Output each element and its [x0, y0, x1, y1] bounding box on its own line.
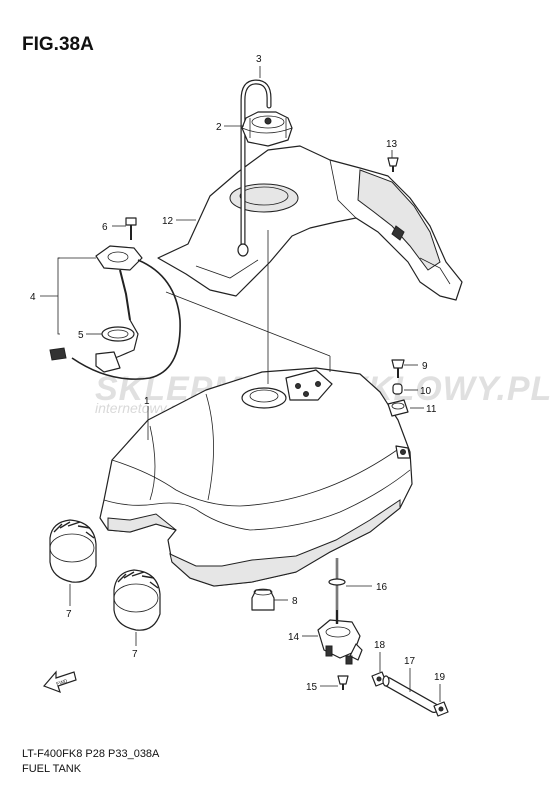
- callout-7-first: 7: [66, 609, 72, 620]
- part-fuel-valve: [317, 610, 363, 665]
- callout-11: 11: [426, 404, 437, 415]
- part-clamp-7b: [113, 569, 161, 631]
- part-breather-hose: [237, 79, 272, 257]
- part-fuel-tank: [99, 367, 413, 587]
- callout-1: 1: [144, 396, 150, 407]
- callout-3: 3: [256, 54, 262, 65]
- callout-18: 18: [374, 640, 386, 651]
- part-screw-13: [387, 157, 399, 172]
- part-collar-10: [392, 383, 403, 395]
- fwd-arrow-icon: FWD: [42, 670, 77, 694]
- callout-7-second: 7: [132, 649, 138, 660]
- part-bolt-6: [125, 217, 137, 240]
- callout-19: 19: [434, 672, 446, 683]
- part-screw-15: [337, 675, 349, 690]
- callout-14: 14: [288, 632, 300, 643]
- callout-17: 17: [404, 656, 416, 667]
- callout-13: 13: [386, 139, 398, 150]
- part-fuel-hose: [382, 675, 439, 713]
- callout-5: 5: [78, 330, 84, 341]
- callout-4: 4: [30, 292, 36, 303]
- callout-12: 12: [162, 216, 174, 227]
- callout-16: 16: [376, 582, 388, 593]
- part-fuel-tank-cover: [157, 145, 463, 301]
- callout-leaders: [40, 66, 441, 702]
- callout-15: 15: [306, 682, 318, 693]
- figure-title: FIG.38A: [22, 34, 94, 55]
- figure-code: LT-F400FK8 P28 P33_038A: [22, 748, 160, 760]
- part-clamp-7a: [49, 519, 97, 583]
- part-filter-16: [328, 558, 346, 610]
- callout-2: 2: [216, 122, 222, 133]
- callout-10: 10: [420, 386, 432, 397]
- part-cushion-8: [251, 588, 275, 611]
- part-fuel-level-gauge: [49, 245, 181, 380]
- fwd-label: FWD: [56, 678, 69, 687]
- part-bolt-9: [391, 359, 405, 378]
- part-clamp-19: [433, 701, 449, 717]
- callout-9: 9: [422, 361, 428, 372]
- callout-8: 8: [292, 596, 298, 607]
- part-cushion-11: [387, 399, 409, 417]
- figure-name: FUEL TANK: [22, 763, 82, 775]
- part-fuel-cap: [241, 111, 293, 147]
- callout-6: 6: [102, 222, 108, 233]
